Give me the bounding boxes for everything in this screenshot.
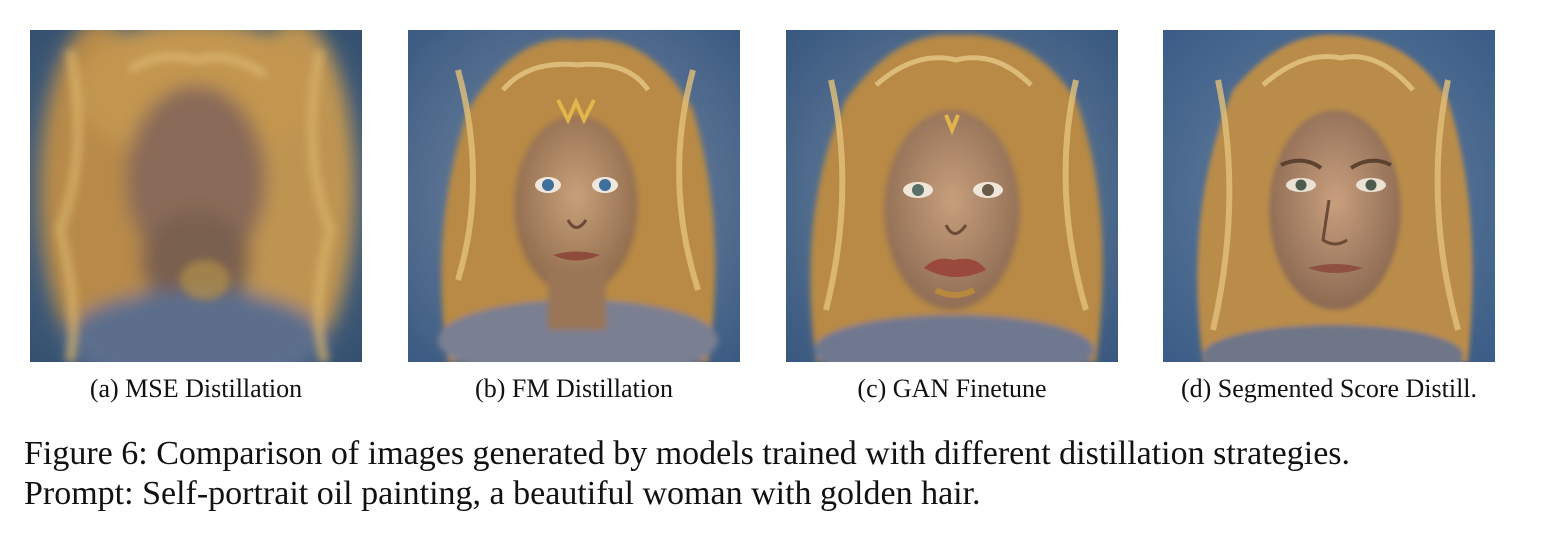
panel-caption-c: (c) GAN Finetune	[857, 374, 1047, 403]
portrait-image-c	[786, 30, 1118, 362]
figure-caption-line-2: Prompt: Self-portrait oil painting, a be…	[24, 475, 981, 512]
panel-mse-distillation: (a) MSE Distillation	[30, 30, 362, 403]
panel-fm-distillation: (b) FM Distillation	[408, 30, 740, 403]
portrait-image-d	[1163, 30, 1495, 362]
panel-caption-d: (d) Segmented Score Distill.	[1180, 374, 1478, 403]
panel-caption-a: (a) MSE Distillation	[89, 374, 303, 403]
panel-gan-finetune: (c) GAN Finetune	[786, 30, 1118, 403]
figure-caption: Figure 6: Comparison of images generated…	[24, 434, 1544, 514]
figure-row: (a) MSE Distillation	[30, 30, 1495, 403]
panel-segmented-score-distill: (d) Segmented Score Distill.	[1163, 30, 1495, 403]
panel-caption-b: (b) FM Distillation	[475, 374, 673, 403]
portrait-image-b	[408, 30, 740, 362]
figure-caption-line-1: Figure 6: Comparison of images generated…	[24, 435, 1351, 472]
portrait-image-a	[30, 30, 362, 362]
